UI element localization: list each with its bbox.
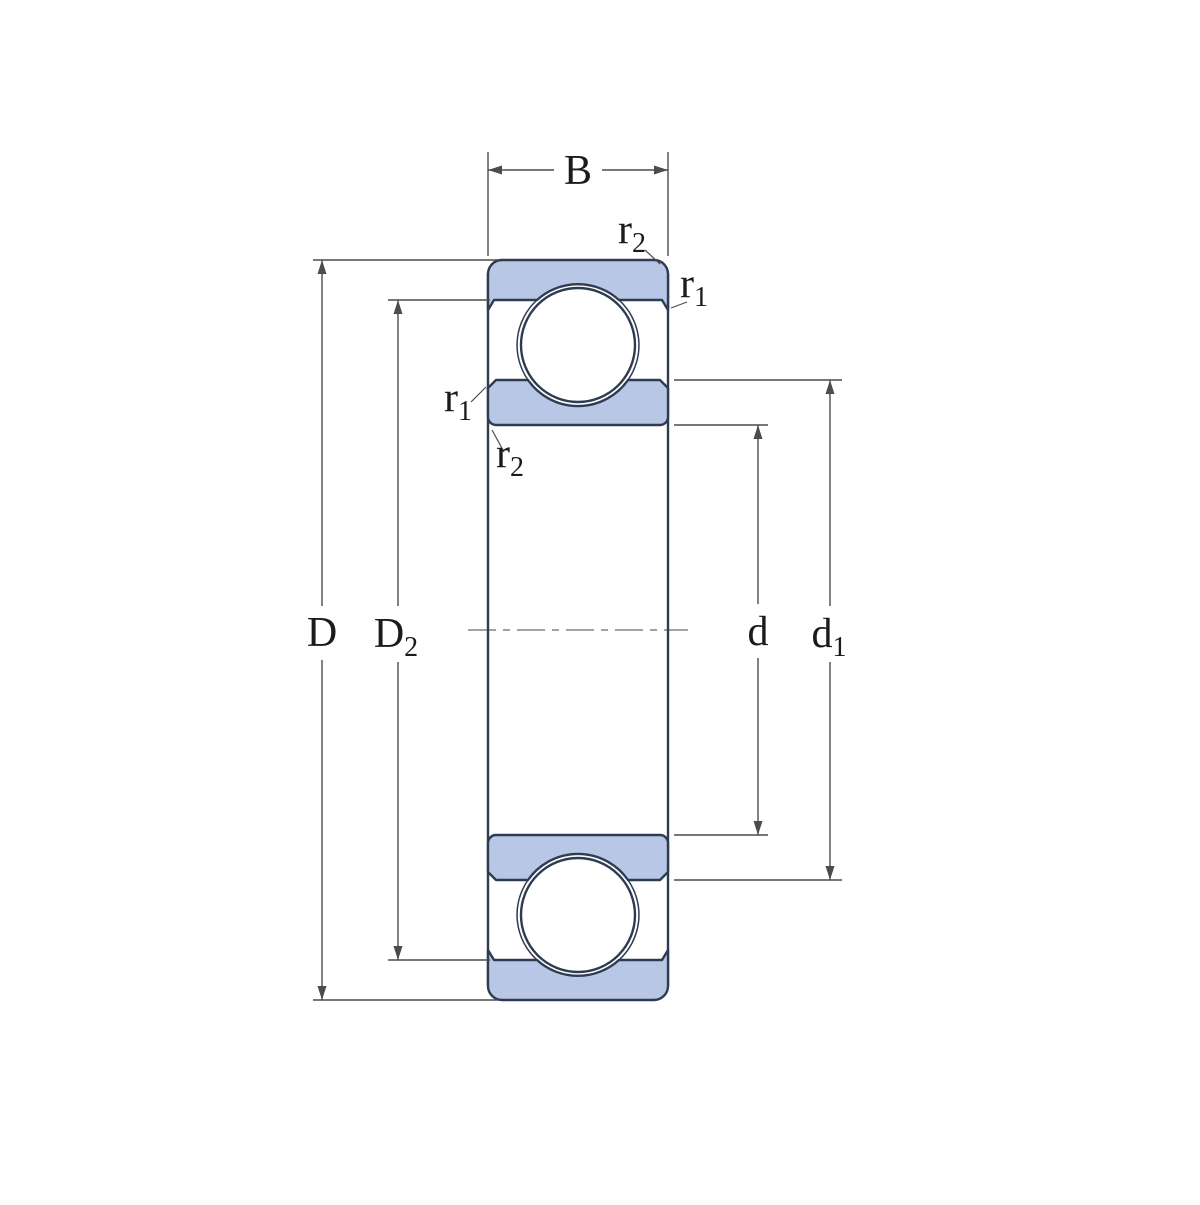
arrowhead-left	[488, 165, 502, 175]
raceway-arc-top-right	[618, 299, 640, 381]
dimension-d: d	[674, 424, 769, 836]
dimension-D2: D2	[374, 299, 490, 961]
label-B: B	[564, 148, 592, 194]
leader-r1-left	[470, 386, 487, 403]
arrowhead-bottom	[753, 821, 763, 835]
ball-bottom	[519, 856, 637, 974]
leader-r2-top	[644, 249, 661, 265]
label-d1: d1	[812, 611, 847, 663]
arrowhead-top	[825, 380, 835, 394]
dimension-D: D	[307, 259, 498, 1001]
label-r1-left: r1	[444, 375, 472, 427]
arrowhead-top	[317, 260, 327, 274]
label-D2: D2	[374, 611, 418, 663]
arrowhead-top	[753, 425, 763, 439]
label-r1-right: r1	[680, 261, 708, 313]
bearing-body	[486, 258, 670, 1002]
outer-ring-bottom	[486, 948, 670, 1002]
leader-r1-right	[670, 301, 688, 309]
leader-r2-left	[491, 429, 505, 453]
dimension-B: B	[487, 148, 669, 256]
raceway-arc-top-left	[516, 299, 538, 381]
label-r2-top: r2	[618, 207, 646, 259]
raceway-arc-bottom-right	[618, 879, 640, 961]
outer-ring-top	[486, 258, 670, 312]
arrowhead-bottom	[825, 866, 835, 880]
arrowhead-bottom	[393, 946, 403, 960]
raceway-arc-bottom-left	[516, 879, 538, 961]
dimension-d1: d1	[674, 379, 847, 881]
arrowhead-right	[654, 165, 668, 175]
label-D: D	[307, 610, 337, 656]
label-r2-left: r2	[496, 431, 524, 483]
fillet-callouts: r2 r1 r1 r2	[444, 207, 708, 483]
ball-top	[519, 286, 637, 404]
label-d: d	[748, 609, 769, 655]
arrowhead-bottom	[317, 986, 327, 1000]
arrowhead-top	[393, 300, 403, 314]
